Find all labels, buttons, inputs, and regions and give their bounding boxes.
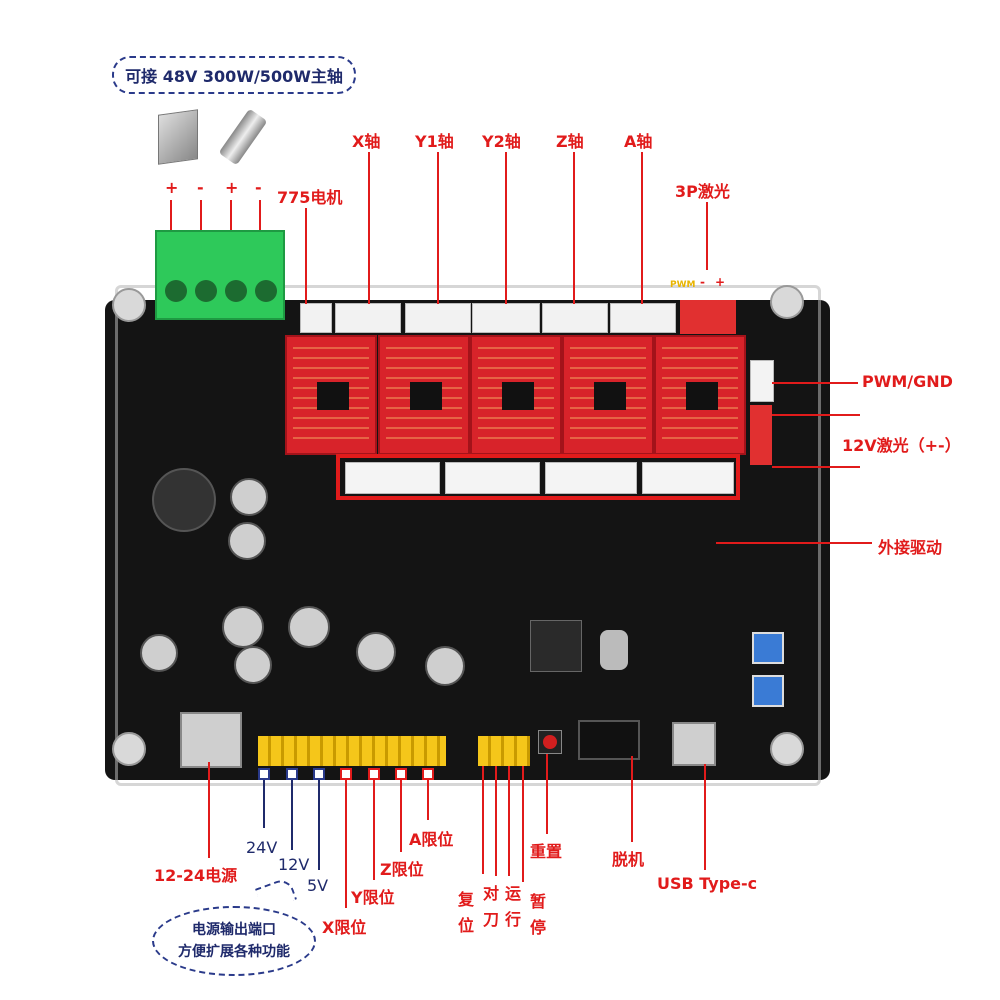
stepper-driver-y2 (470, 335, 562, 455)
ext-driver-connector (445, 462, 540, 494)
v24-label: 24V (246, 838, 278, 857)
io-pin-header (258, 736, 446, 766)
spindle-power-terminal (155, 230, 285, 320)
motor775-connector (300, 303, 332, 333)
z-axis-label: Z轴 (556, 132, 584, 151)
polarity-plus-2: + (225, 178, 239, 197)
capacitor (425, 646, 465, 686)
stepper-driver-a (654, 335, 746, 455)
port-a-limit-marker (422, 768, 434, 780)
x-axis-label: X轴 (352, 132, 381, 151)
standoff-icon (112, 732, 146, 766)
z-axis-connector (542, 303, 608, 333)
polarity-minus-1: - (197, 178, 204, 197)
z-limit-label: Z限位 (380, 860, 424, 879)
ext-driver-label: 外接驱动 (878, 538, 943, 557)
port-y-limit-marker (368, 768, 380, 780)
inductor (152, 468, 216, 532)
spindle-motor-image (218, 108, 268, 166)
capacitor (288, 606, 330, 648)
ext-driver-connector (545, 462, 637, 494)
crystal (600, 630, 628, 670)
ext-driver-highlight (336, 454, 740, 500)
y-limit-label: Y限位 (351, 888, 395, 907)
ext-driver-connector (642, 462, 734, 494)
standoff-icon (770, 732, 804, 766)
spindle-note-text: 可接 48V 300W/500W主轴 (125, 67, 343, 86)
standoff-icon (770, 285, 804, 319)
power-output-note-line1: 电源输出端口 (192, 922, 276, 938)
usb-label: USB Type-c (657, 874, 758, 893)
port-x-limit-marker (340, 768, 352, 780)
run-label-1: 运 (505, 884, 522, 903)
port-12v-marker (286, 768, 298, 780)
dc-power-jack (180, 712, 242, 768)
laser-3p-label: 3P激光 (675, 182, 730, 201)
terminal-screw-icon (255, 280, 277, 302)
power-output-note-line2: 方便扩展各种功能 (178, 944, 290, 960)
capacitor (230, 478, 268, 516)
home-label-1: 复 (458, 890, 475, 909)
laser-3p-connector (680, 300, 736, 334)
probe-label-2: 刀 (483, 910, 500, 929)
polarity-plus-1: + (165, 178, 179, 197)
a-axis-label: A轴 (624, 132, 653, 151)
y2-axis-connector (472, 303, 540, 333)
spindle-note: 可接 48V 300W/500W主轴 (112, 56, 356, 94)
stepper-driver-x (285, 335, 377, 455)
v5-label: 5V (307, 876, 329, 895)
capacitor (234, 646, 272, 684)
reset-button[interactable] (538, 730, 562, 754)
pause-label-1: 暂 (530, 892, 547, 911)
laser-12v-label: 12V激光（+-） (842, 436, 961, 455)
v12-label: 12V (278, 855, 310, 874)
standoff-icon (112, 288, 146, 322)
home-label-2: 位 (458, 916, 475, 935)
dashed-arrow-icon (254, 876, 298, 912)
polarity-minus-2: - (255, 178, 262, 197)
a-limit-label: A限位 (409, 830, 454, 849)
pwm-gnd-label: PWM/GND (862, 372, 953, 391)
control-pin-header (478, 736, 530, 766)
y1-axis-label: Y1轴 (415, 132, 454, 151)
a-axis-connector (610, 303, 676, 333)
laser-plus-label: + (715, 275, 726, 289)
capacitor (222, 606, 264, 648)
laser-pwm-small-label: PWM (670, 280, 696, 290)
port-z-limit-marker (395, 768, 407, 780)
ext-driver-connector (345, 462, 440, 494)
stepper-driver-z (562, 335, 654, 455)
offline-header (578, 720, 640, 760)
port-24v-marker (258, 768, 270, 780)
y2-axis-label: Y2轴 (482, 132, 521, 151)
laser-minus-label: - (700, 275, 705, 289)
stepper-driver-y1 (378, 335, 470, 455)
y1-axis-connector (405, 303, 471, 333)
offline-label: 脱机 (612, 850, 645, 869)
pause-label-2: 停 (530, 918, 547, 937)
x-limit-label: X限位 (322, 918, 367, 937)
power-supply-image (158, 109, 198, 165)
run-label-2: 行 (505, 910, 522, 929)
x-axis-connector (335, 303, 401, 333)
port-5v-marker (313, 768, 325, 780)
capacitor (356, 632, 396, 672)
laser-12v-connector (750, 405, 772, 465)
mcu-chip (530, 620, 582, 672)
acrylic-cover (115, 285, 821, 786)
terminal-screw-icon (165, 280, 187, 302)
blue-switch[interactable] (752, 632, 784, 664)
terminal-screw-icon (195, 280, 217, 302)
blue-switch[interactable] (752, 675, 784, 707)
usb-c-port (672, 722, 716, 766)
power-output-note: 电源输出端口 方便扩展各种功能 (152, 906, 316, 976)
terminal-screw-icon (225, 280, 247, 302)
reset-label: 重置 (530, 842, 563, 861)
capacitor (228, 522, 266, 560)
pwm-gnd-connector (750, 360, 774, 402)
probe-label-1: 对 (483, 884, 500, 903)
capacitor (140, 634, 178, 672)
motor775-label: 775电机 (277, 188, 343, 207)
power-input-label: 12-24电源 (154, 866, 238, 885)
